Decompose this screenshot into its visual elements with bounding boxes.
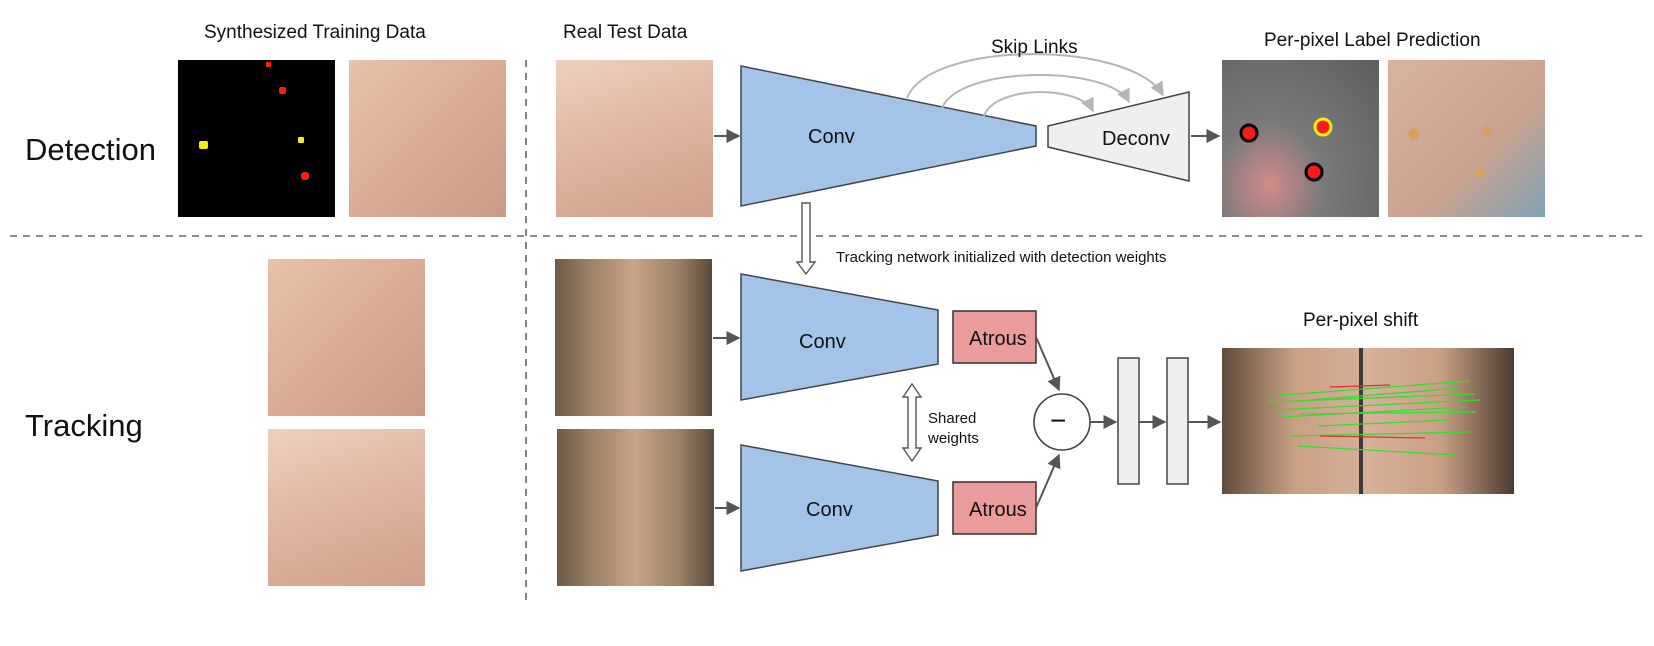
- overlay-dot-1: [1408, 128, 1420, 140]
- detection-conv-label: Conv: [808, 126, 855, 148]
- arrow-atrous2-to-minus: [1035, 453, 1061, 509]
- deconv-label: Deconv: [1102, 128, 1170, 150]
- subtract-symbol: −: [1050, 405, 1067, 436]
- prediction-dot-1: [1239, 123, 1259, 143]
- row-label-tracking: Tracking: [25, 408, 143, 443]
- skip-link-1: [906, 53, 1164, 99]
- tracking-training-image-1: [268, 259, 425, 416]
- synthesized-back-image: [349, 60, 506, 217]
- match-line-red: [1329, 384, 1391, 388]
- match-line: [1299, 411, 1477, 415]
- header-per-pixel-shift: Per-pixel shift: [1303, 310, 1419, 331]
- mole-blob-yellow-2: [298, 137, 304, 143]
- tracking-conv-label-1: Conv: [799, 331, 846, 353]
- tracking-conv-block-1: [740, 273, 939, 401]
- shared-weights-note-line1: Shared: [928, 410, 977, 427]
- header-skip-links: Skip Links: [991, 37, 1078, 58]
- skip-link-3: [983, 91, 1094, 117]
- tracking-training-image-2: [268, 429, 425, 586]
- prediction-dot-2: [1313, 117, 1333, 137]
- skip-link-2: [941, 74, 1130, 109]
- match-line: [1309, 387, 1461, 401]
- shared-weights-arrow: [901, 382, 923, 463]
- fc-layer-1: [1117, 357, 1140, 485]
- overlay-dot-2: [1482, 125, 1492, 135]
- match-line: [1269, 380, 1471, 397]
- match-line: [1273, 399, 1481, 411]
- prediction-dot-3: [1304, 162, 1324, 182]
- arrow-atrous1-to-minus: [1035, 336, 1061, 392]
- deconv-block: [1047, 91, 1190, 182]
- match-line: [1297, 445, 1456, 456]
- init-arrow: [795, 202, 817, 276]
- match-line: [1281, 406, 1467, 418]
- row-label-detection: Detection: [25, 132, 156, 167]
- real-test-image: [556, 60, 713, 217]
- atrous-label-1: Atrous: [969, 328, 1027, 350]
- match-line: [1317, 419, 1451, 427]
- fc-layer-2: [1166, 357, 1189, 485]
- synthesized-label-map: [178, 60, 335, 217]
- match-line: [1267, 393, 1475, 403]
- match-line-red: [1319, 435, 1426, 439]
- tracking-conv-label-2: Conv: [806, 499, 853, 521]
- match-lines: [1267, 380, 1481, 456]
- per-pixel-shift-image: [1222, 348, 1514, 494]
- match-line: [1289, 431, 1471, 437]
- mole-blob-red-3: [301, 172, 309, 180]
- mole-blob-red-1: [266, 62, 271, 67]
- overlay-dot-3: [1475, 168, 1485, 178]
- header-real-test-data: Real Test Data: [563, 22, 688, 43]
- tracking-test-image-1: [555, 259, 712, 416]
- shared-weights-note-line2: weights: [928, 430, 979, 447]
- atrous-label-2: Atrous: [969, 499, 1027, 521]
- tracking-conv-block-2: [740, 444, 939, 572]
- header-per-pixel-label-prediction: Per-pixel Label Prediction: [1264, 30, 1481, 51]
- init-weights-note: Tracking network initialized with detect…: [836, 249, 1167, 266]
- mole-blob-red-2: [279, 87, 286, 94]
- tracking-test-image-2: [557, 429, 714, 586]
- mole-blob-yellow-1: [199, 141, 208, 149]
- detection-conv-block: [740, 65, 1037, 207]
- header-synthesized-training-data: Synthesized Training Data: [204, 22, 426, 43]
